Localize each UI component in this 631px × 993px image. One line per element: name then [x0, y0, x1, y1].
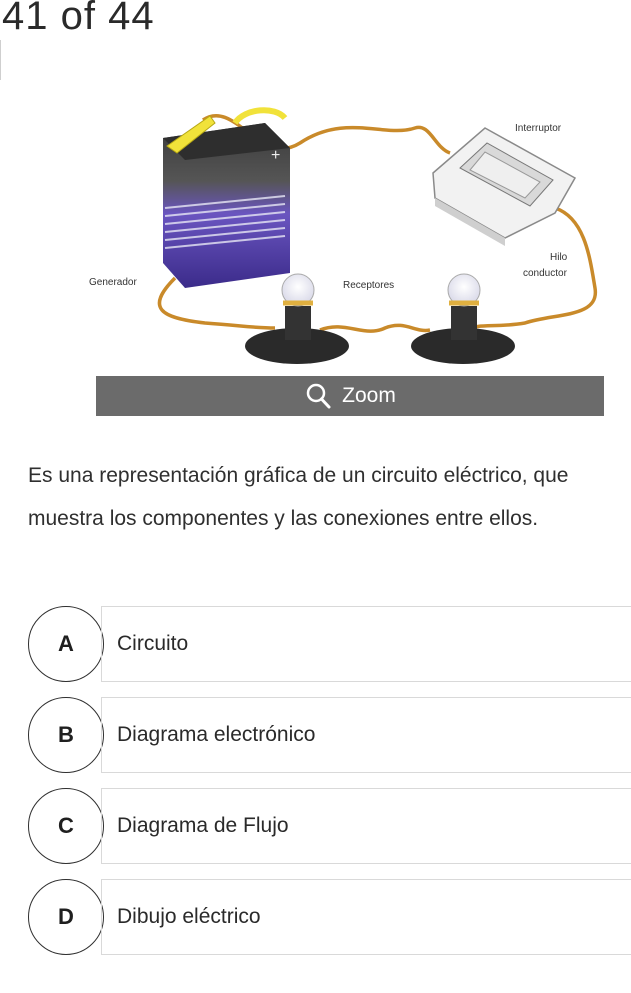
option-label: Diagrama electrónico — [101, 697, 631, 773]
battery-icon: + — [163, 107, 290, 288]
circuit-illustration: + Interruptor Hilo conductor Generador R… — [89, 107, 597, 364]
option-c[interactable]: C Diagrama de Flujo — [28, 788, 631, 866]
option-letter: C — [28, 788, 104, 864]
option-b[interactable]: B Diagrama electrónico — [28, 697, 631, 775]
option-label: Diagrama de Flujo — [101, 788, 631, 864]
zoom-button[interactable]: Zoom — [96, 376, 604, 416]
option-letter: B — [28, 697, 104, 773]
label-receivers: Receptores — [343, 280, 394, 291]
wire — [464, 206, 597, 332]
divider — [0, 40, 1, 80]
option-label: Dibujo eléctrico — [101, 879, 631, 955]
wire — [319, 323, 431, 333]
label-switch: Interruptor — [515, 123, 562, 134]
bulb-icon — [245, 273, 349, 364]
wire — [157, 276, 276, 330]
option-label: Circuito — [101, 606, 631, 682]
option-letter: D — [28, 879, 104, 955]
svg-text:+: + — [271, 147, 280, 164]
switch-icon — [432, 127, 577, 246]
label-wire-1: Hilo — [550, 252, 568, 263]
bulb-icon — [411, 273, 515, 364]
zoom-label: Zoom — [342, 384, 396, 407]
question-text: Es una representación gráfica de un circ… — [28, 464, 569, 530]
search-icon — [304, 381, 334, 411]
option-letter: A — [28, 606, 104, 682]
question-progress: 41 of 44 — [2, 0, 155, 38]
option-d[interactable]: D Dibujo eléctrico — [28, 879, 631, 957]
label-generator: Generador — [89, 277, 137, 288]
label-wire-2: conductor — [523, 268, 568, 279]
option-a[interactable]: A Circuito — [28, 606, 631, 684]
